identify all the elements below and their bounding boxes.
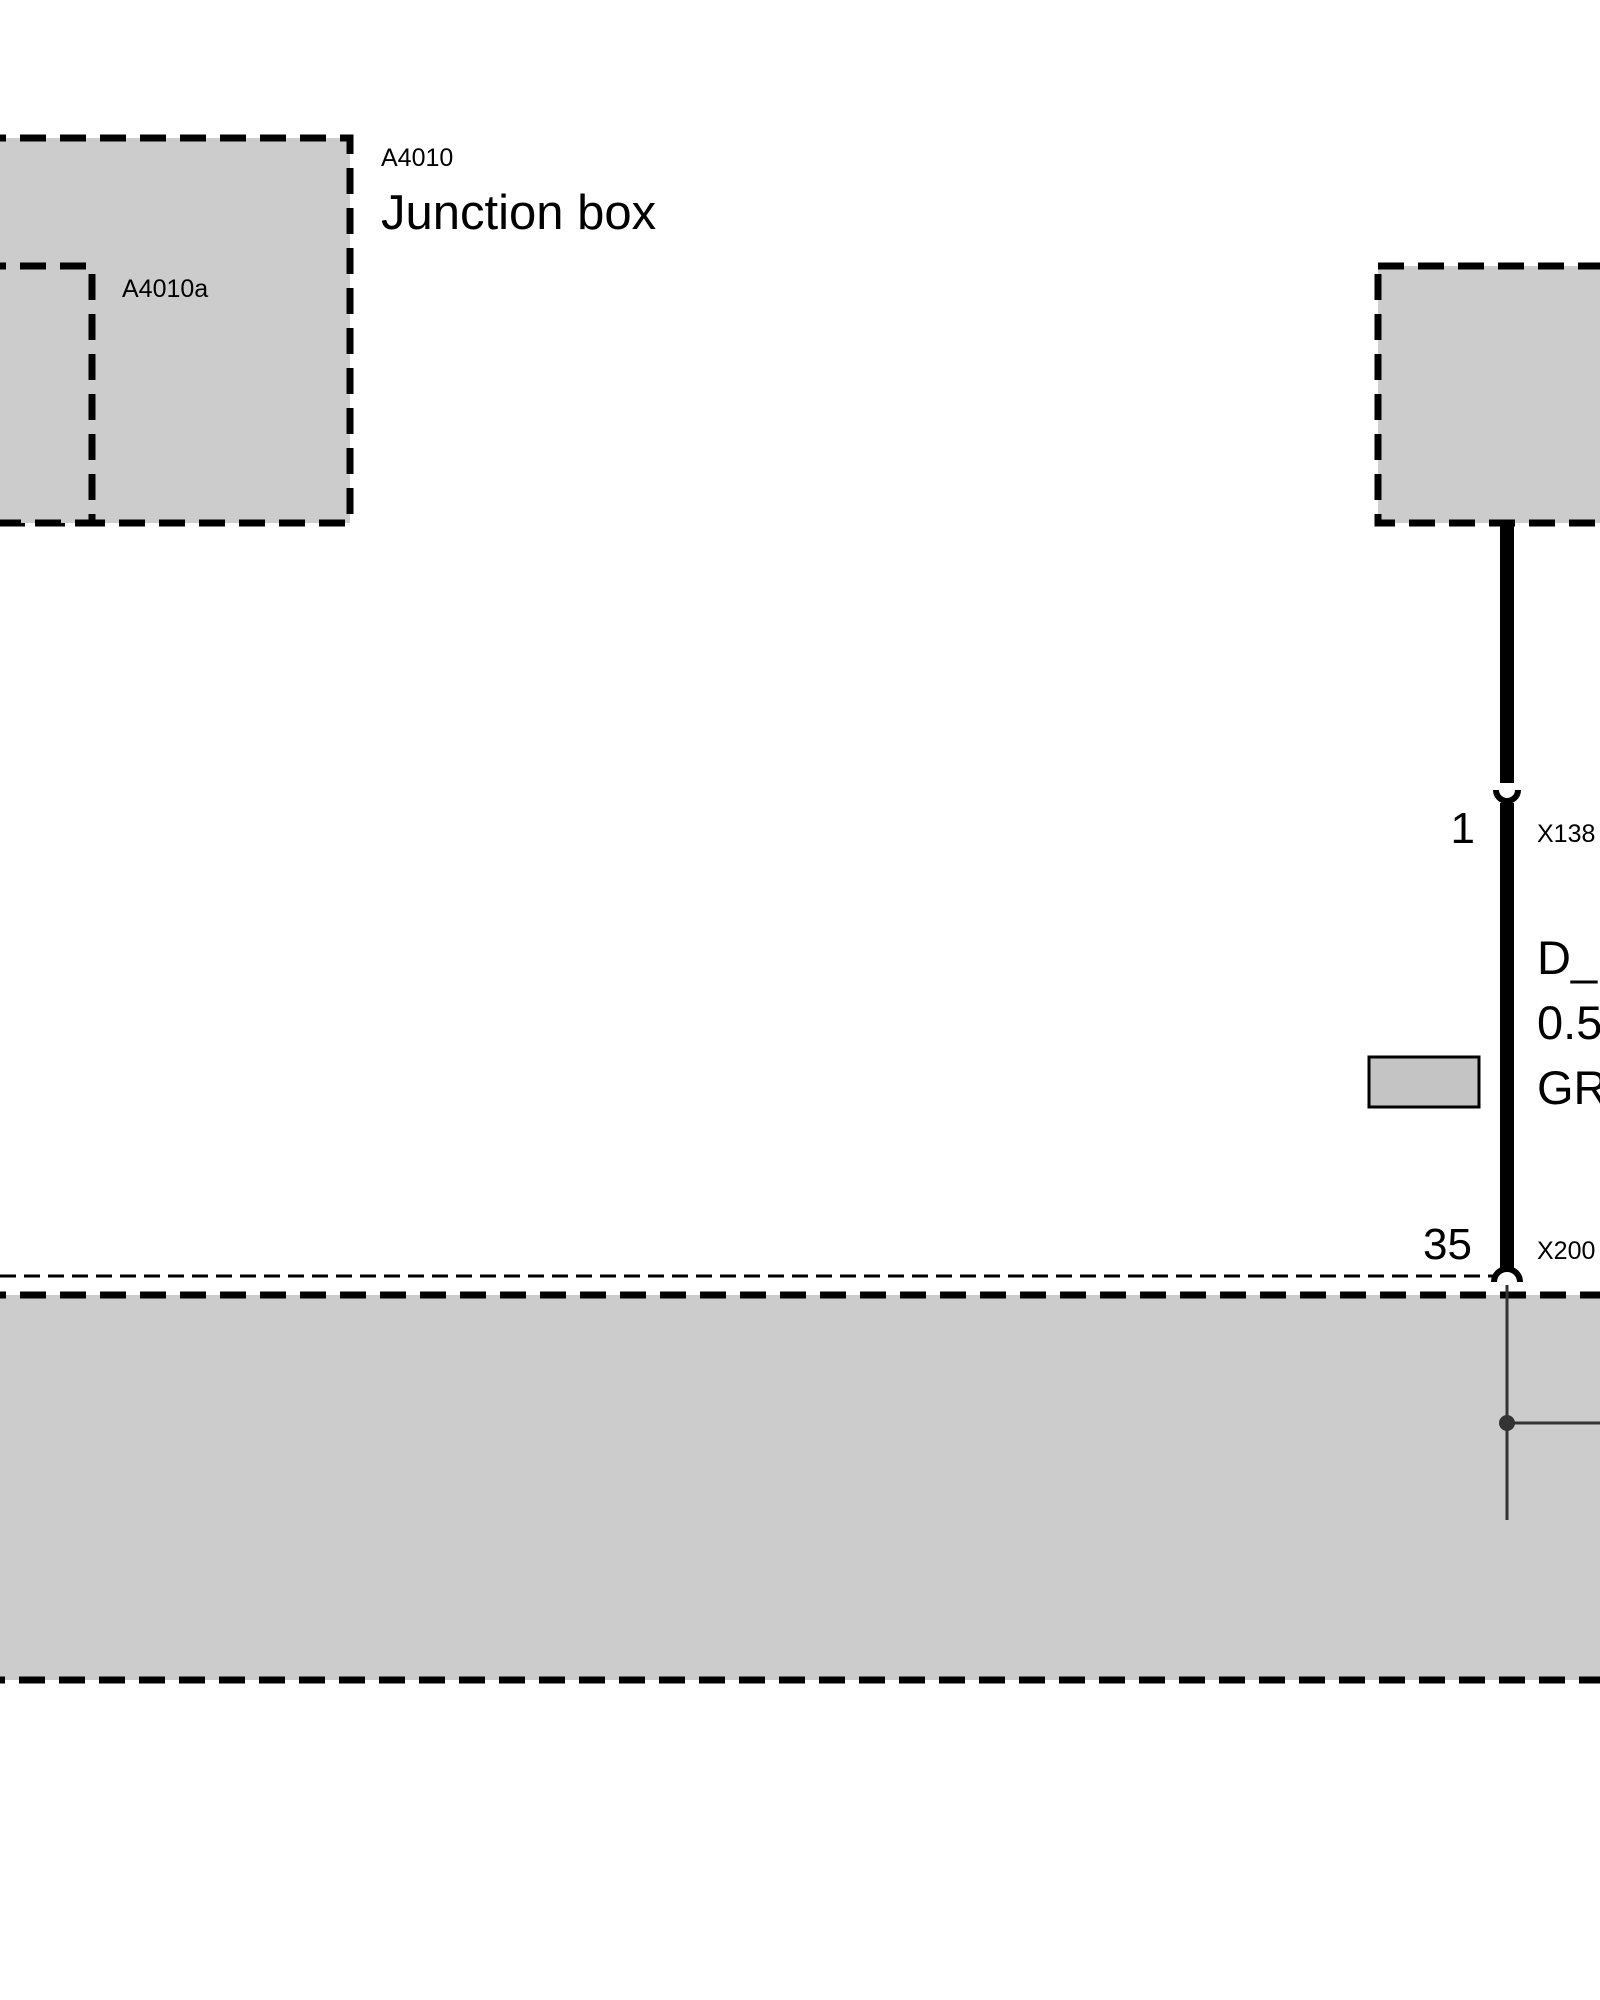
wire-signal-name: D_ — [1537, 931, 1598, 984]
connector-x138-code: X138 — [1537, 820, 1596, 848]
connector-x138-pin: 1 — [1450, 804, 1475, 853]
connector-x200-pin: 35 — [1423, 1220, 1472, 1269]
wire-marker — [1367, 1055, 1481, 1109]
internal-wire-junction-dot — [1499, 1415, 1515, 1431]
connector-x138-symbol — [1493, 789, 1521, 804]
wire-color: GR — [1537, 1060, 1600, 1114]
wire-spec: D_ 0.5 GR — [1537, 926, 1600, 1121]
connector-x200-code: X200 — [1537, 1237, 1596, 1265]
junction-box-code: A4010 — [381, 144, 454, 172]
junction-box-title: Junction box — [381, 186, 657, 240]
connector-x200-symbol — [1491, 1266, 1523, 1283]
junction-box-a4010a[interactable] — [0, 262, 96, 527]
upper-right-component[interactable] — [1374, 262, 1600, 527]
junction-box-sub-code: A4010a — [122, 275, 209, 303]
bottom-component[interactable] — [0, 1291, 1600, 1684]
wire-cross-section: 0.5 — [1537, 995, 1600, 1049]
